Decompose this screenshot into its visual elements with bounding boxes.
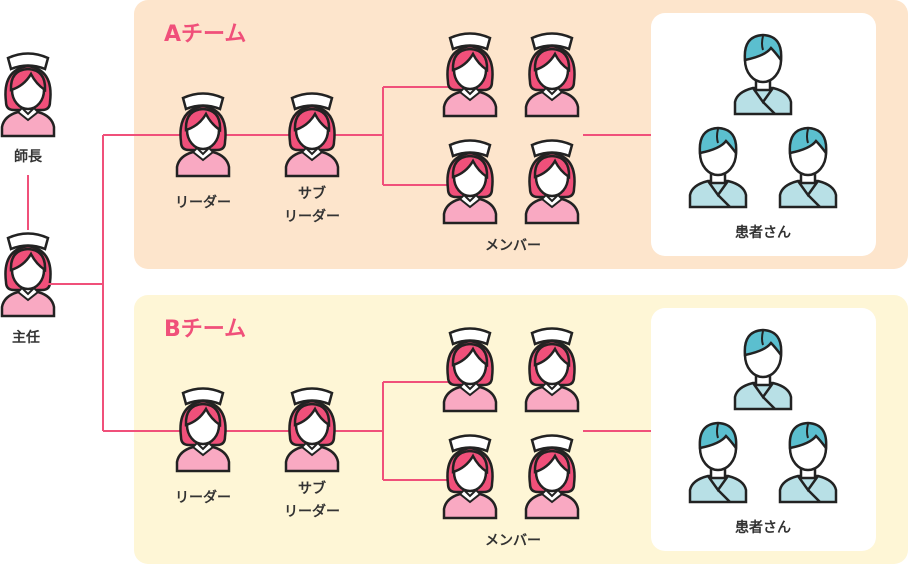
team-b-title: Bチーム — [164, 317, 246, 342]
chief-nurse-icon — [0, 232, 56, 318]
connector-line — [48, 135, 104, 431]
member-nurse-icon — [442, 434, 498, 520]
members-label: メンバー — [485, 533, 541, 549]
leader-label: リーダー — [175, 194, 231, 211]
member-nurse-icon — [524, 327, 580, 413]
member-nurse-icon — [524, 139, 580, 225]
member-nurse-icon — [442, 32, 498, 118]
member-nurse-icon — [524, 32, 580, 118]
head-nurse-label: 師長 — [14, 148, 43, 165]
chief-label: 主任 — [12, 329, 40, 346]
team-a-title: Aチーム — [164, 22, 246, 47]
team-a-group: Aチーム リーダー サブ リーダー メンバー 患者さん — [103, 0, 908, 269]
sub-leader-nurse-icon — [284, 387, 340, 473]
sub-leader-label-1: サブ — [298, 480, 326, 497]
patients-label: 患者さん — [735, 519, 791, 536]
leader-label: リーダー — [175, 489, 231, 506]
sub-leader-label-2: リーダー — [284, 503, 340, 520]
patients-label: 患者さん — [735, 224, 791, 241]
connector-line — [103, 381, 651, 481]
members-label: メンバー — [485, 238, 541, 254]
leader-nurse-icon — [175, 387, 231, 473]
member-nurse-icon — [442, 327, 498, 413]
member-nurse-icon — [524, 434, 580, 520]
head-nurse-icon — [0, 52, 56, 138]
leader-nurse-icon — [175, 92, 231, 178]
sub-leader-nurse-icon — [284, 92, 340, 178]
connector-line — [103, 86, 651, 186]
sub-leader-label-1: サブ — [298, 185, 326, 202]
team-b-group: Bチーム リーダー サブ リーダー メンバー 患者さん — [103, 295, 908, 564]
member-nurse-icon — [442, 139, 498, 225]
sub-leader-label-2: リーダー — [284, 208, 340, 225]
